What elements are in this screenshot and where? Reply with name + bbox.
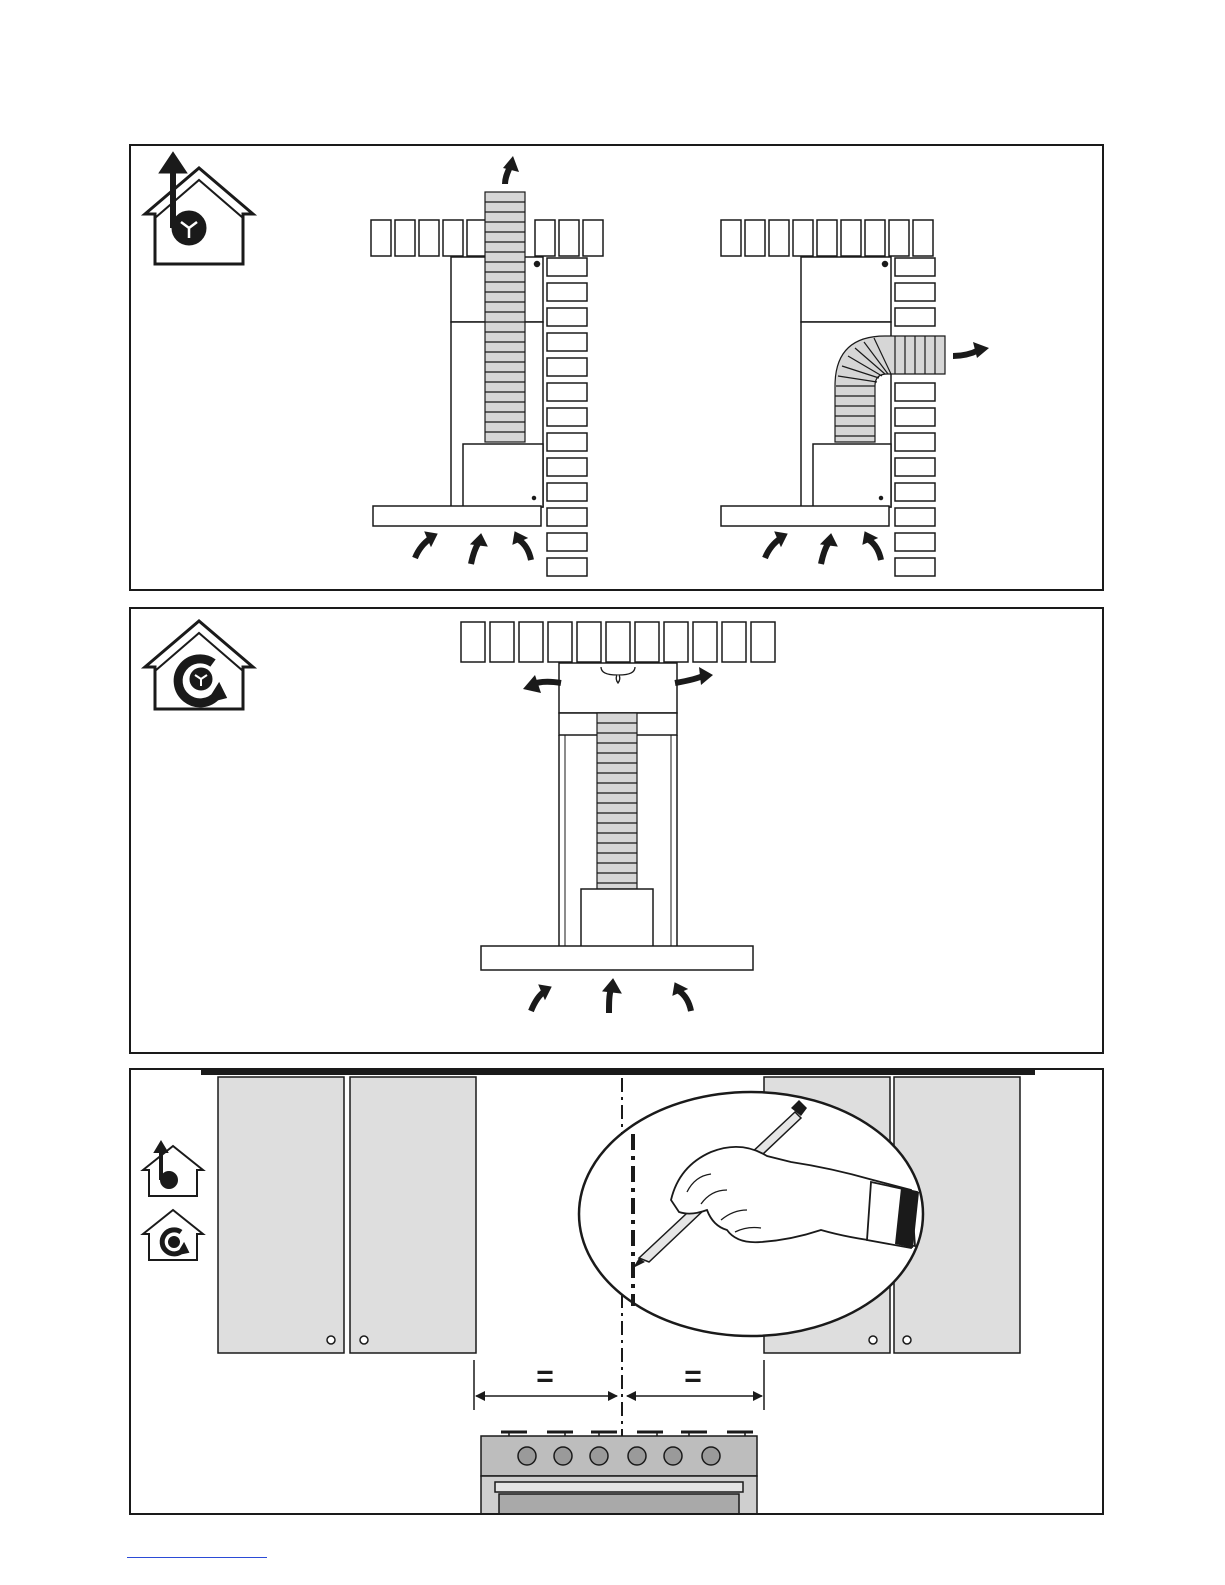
ducted-extraction-panel bbox=[129, 144, 1104, 591]
air-intake-arrows bbox=[415, 532, 531, 564]
dimension-label-left: = bbox=[536, 1360, 554, 1393]
recirculation-house-fan-icon bbox=[145, 621, 253, 709]
ducted-hood-horizontal bbox=[721, 220, 989, 576]
footer-link-underline bbox=[127, 1557, 267, 1558]
equal-distance-dimension bbox=[474, 1360, 764, 1410]
centre-line-marking-panel: = = bbox=[129, 1068, 1104, 1515]
ceiling-bricks bbox=[721, 220, 933, 256]
flexible-duct-vertical bbox=[597, 713, 637, 889]
wall-cabinet-left-2 bbox=[350, 1077, 476, 1353]
recirculation-panel bbox=[129, 607, 1104, 1054]
recirculation-hood bbox=[461, 622, 775, 1013]
ceiling-bricks bbox=[461, 622, 775, 662]
recirculation-house-fan-icon bbox=[143, 1210, 203, 1260]
wall-bricks bbox=[895, 258, 935, 576]
dimension-label-right: = bbox=[684, 1360, 702, 1393]
air-intake-arrows bbox=[531, 979, 691, 1013]
wall-cabinet-left-1 bbox=[218, 1077, 344, 1353]
wall-bricks bbox=[547, 258, 587, 576]
air-intake-arrows bbox=[765, 532, 881, 564]
ducted-extraction-house-fan-icon bbox=[143, 1142, 203, 1196]
magnified-hand-marking-centre bbox=[579, 1092, 923, 1336]
ducted-extraction-house-fan-icon bbox=[145, 154, 253, 264]
cooker bbox=[481, 1432, 757, 1515]
ceiling-line bbox=[201, 1070, 1035, 1075]
ducted-hood-vertical bbox=[371, 156, 603, 576]
flexible-duct-vertical bbox=[485, 192, 525, 442]
